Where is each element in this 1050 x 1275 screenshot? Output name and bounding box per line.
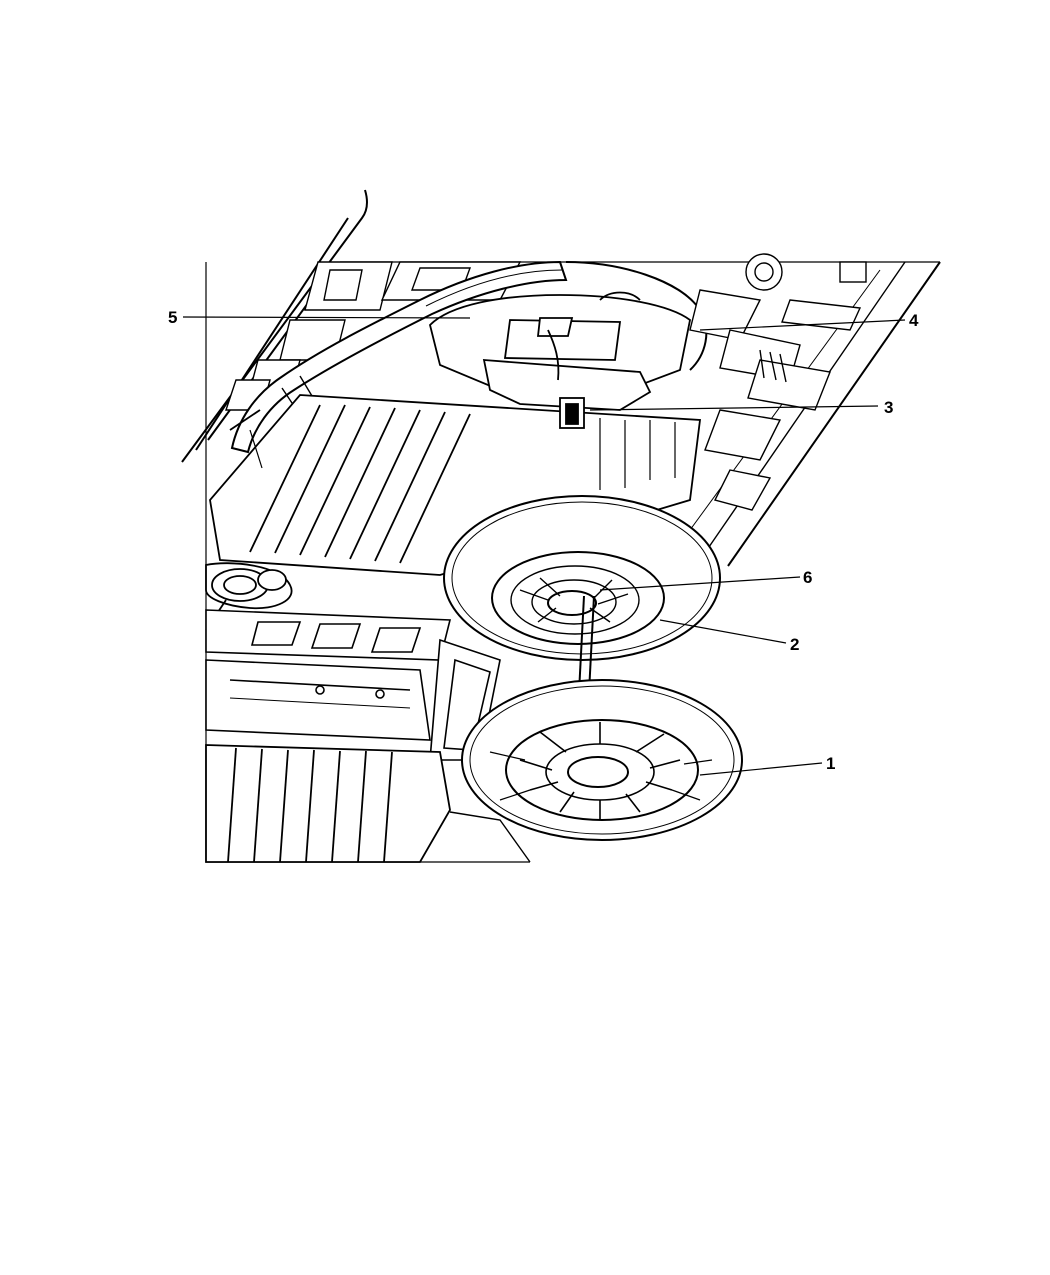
left-sill-inner-line [195,217,349,451]
leader-2 [659,619,787,644]
leader-1 [699,762,823,776]
callout-5: 5 [168,308,177,327]
callout-2: 2 [790,635,799,654]
left-sill-outer-line [181,189,368,463]
leader-6 [599,576,801,591]
callout-1: 1 [826,754,835,773]
exhaust-pipe [230,260,708,454]
right-side-components [689,253,867,511]
callout-3: 3 [884,398,893,417]
right-rail-outer-line [727,261,941,567]
callout-6: 6 [803,568,812,587]
callout-leaders [182,316,906,776]
spare-tire-winch-carrier [429,291,691,429]
callout-labels: 5 4 3 6 2 1 [168,308,919,773]
leader-4 [699,319,906,331]
rear-floor-lower-structure [205,609,501,761]
leader-3 [589,405,879,411]
rear-floor-pan-lower [205,744,531,863]
rear-crossmember-brackets [225,261,522,411]
spare-wheel-lower [461,679,743,841]
leader-5 [182,316,471,319]
spare-tire-upper [443,495,721,661]
right-rail-inner-line [699,261,906,561]
callout-4: 4 [909,311,919,330]
